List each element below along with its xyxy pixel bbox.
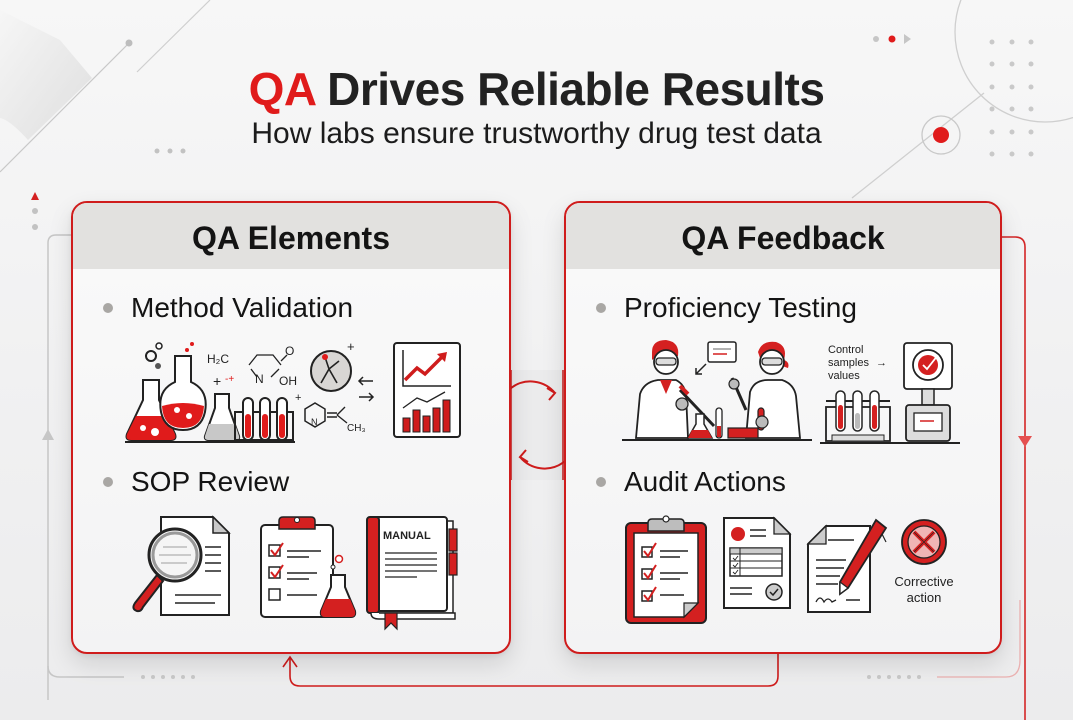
bullet-icon — [596, 477, 606, 487]
item-method-validation: Method Validation — [103, 292, 353, 324]
scientists-pipetting-icon — [622, 338, 812, 446]
svg-text:+: + — [347, 341, 355, 354]
svg-text:action: action — [907, 590, 942, 605]
bullet-icon — [596, 303, 606, 313]
svg-text:N: N — [311, 417, 318, 427]
trend-chart-icon — [393, 342, 461, 438]
item-label: SOP Review — [131, 466, 290, 497]
audit-clipboard-icon — [624, 515, 708, 625]
manual-book-icon: MANUAL — [365, 515, 461, 635]
item-label: Method Validation — [131, 292, 354, 323]
signed-document-pen-icon — [806, 516, 892, 616]
svg-text:CH₃: CH₃ — [347, 423, 366, 434]
report-form-icon — [722, 516, 792, 612]
svg-text:OH: OH — [279, 374, 297, 388]
svg-text:→: → — [876, 357, 887, 369]
item-label: Audit Actions — [624, 466, 786, 497]
svg-text:O: O — [285, 345, 294, 358]
svg-text:N: N — [255, 372, 264, 386]
svg-text:+: + — [213, 373, 221, 389]
checklist-flask-icon — [259, 515, 359, 620]
svg-text:MANUAL: MANUAL — [383, 530, 431, 542]
svg-text:Corrective: Corrective — [894, 574, 953, 589]
bullet-icon — [103, 303, 113, 313]
svg-text:+: + — [295, 392, 301, 404]
lab-glassware-icon: + -+ — [125, 338, 295, 448]
card-title: QA Elements — [73, 203, 509, 269]
page-title: QA Drives Reliable Results — [0, 62, 1073, 116]
card-qa-elements: QA Elements Method Validation — [71, 201, 511, 654]
molecule-circle-icon: + + N CH₃ — [295, 341, 385, 441]
title-rest: Drives Reliable Results — [327, 63, 825, 115]
down-arrow-icon — [1018, 436, 1032, 447]
svg-text:values: values — [828, 370, 860, 382]
item-label: Proficiency Testing — [624, 292, 857, 323]
control-samples-analyzer-icon: Control samples → values — [820, 341, 960, 445]
magnifier-document-icon — [125, 515, 235, 620]
page-subtitle: How labs ensure trustworthy drug test da… — [251, 117, 822, 150]
up-arrow-icon — [42, 429, 54, 440]
corrective-action-icon: Corrective action — [882, 516, 962, 608]
chemical-structure-icon: H₂C N OH O — [207, 345, 299, 395]
svg-text:Control: Control — [828, 344, 863, 356]
card-title: QA Feedback — [566, 203, 1000, 269]
svg-text:-+: -+ — [225, 374, 234, 385]
item-sop-review: SOP Review — [103, 466, 289, 498]
item-audit-actions: Audit Actions — [596, 466, 786, 498]
item-proficiency-testing: Proficiency Testing — [596, 292, 857, 324]
card-qa-feedback: QA Feedback Proficiency Testing — [564, 201, 1002, 654]
svg-text:H₂C: H₂C — [207, 352, 229, 366]
bullet-icon — [103, 477, 113, 487]
title-accent: QA — [248, 63, 316, 115]
svg-text:samples: samples — [828, 357, 869, 369]
